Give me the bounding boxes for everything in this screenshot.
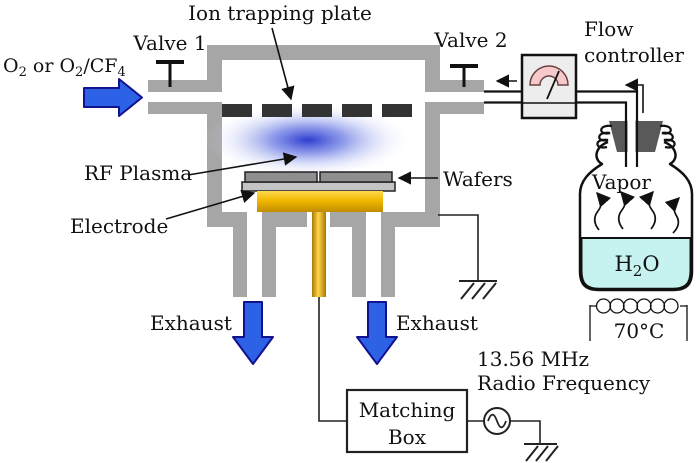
exhaust-duct-wall [262,227,276,297]
outlet-pipe-upper-wall [425,80,484,92]
exhaust-duct-wall [352,227,366,297]
chamber-floor-segment [381,212,440,227]
pipe-to-chamber [484,90,522,104]
plate-dash [222,104,252,117]
outlet-pipe-lower-wall [425,102,484,114]
h2o-label: H2O [614,252,659,280]
wafer-left [244,171,318,183]
ground-icon [524,443,559,462]
coil-loop [663,298,679,314]
clamp-spring-icon [596,124,613,149]
exhaust-left-label: Exhaust [150,311,232,335]
exhaust-right-label: Exhaust [396,311,478,335]
chamber-floor-segment [262,212,307,227]
rf-plasma-label: RF Plasma [84,161,192,185]
temperature-label: 70°C [614,319,665,343]
flow-controller-label-line1: Flow [584,17,633,41]
plate-dash [262,104,292,117]
flow-controller [484,53,644,167]
flow-controller-box [520,53,578,120]
electrode-label: Electrode [70,214,168,238]
electrode-block [257,191,383,212]
vapor-wavy-arrow-icon [617,190,636,230]
grounds [438,214,559,462]
wafer-chuck-plate [241,181,396,192]
matching-box-label-line2: Box [388,425,427,449]
gas-inlet-arrow-icon [83,78,143,117]
chamber-right-wall-lower [425,114,440,227]
matching-box [345,388,469,454]
valve-2-label: Valve 2 [433,28,507,52]
sine-wave-icon [487,413,507,429]
plate-dash [342,104,372,117]
coil-loop [595,298,612,314]
gas-inlet-label: O2 or O2/CF4 [3,55,126,80]
gauge-needle-icon [546,70,560,100]
inlet-pipe-lower-wall [148,102,222,114]
plate-dash [382,104,412,117]
rf-frequency-label-line2: Radio Frequency [477,371,651,395]
clamp-spring-icon [659,124,676,149]
valves [156,60,478,87]
chamber-walls [148,45,484,297]
dip-tube-bore [627,120,636,167]
ion-plate-leader-arrow [271,27,295,101]
dip-tube [624,120,639,167]
chamber-floor-segment [207,212,247,227]
wafer-right [319,171,393,183]
heater-coil-icon [595,298,679,314]
exhaust-duct-wall [381,227,395,297]
coil-loop [636,298,652,314]
chamber-ground-wire [438,214,479,281]
water-fill [580,237,692,290]
vapor-arrows [593,190,681,234]
ion-trapping-plate-label: Ion trapping plate [188,1,372,25]
electrode-stem [312,212,326,297]
coil-loop [609,298,625,314]
leader-arrows [165,27,438,220]
ground-icon [459,280,497,300]
wafers-label: Wafers [443,167,513,191]
chamber-floor-segment [330,212,366,227]
heater [589,298,688,341]
chamber-top-wall [207,45,440,60]
vapor-wavy-arrow-icon [664,196,681,234]
heater-bracket [589,305,688,341]
rf-frequency-label-line1: 13.56 MHz [477,347,589,371]
coil-loop [649,298,666,314]
rf-plasma-leader-arrow [187,152,298,176]
coil-loop [622,298,639,314]
exhaust-left-arrow-icon [232,301,274,365]
flow-arrows [83,78,398,365]
flow-direction-arrow [624,78,644,113]
electrode-leader-arrow [165,189,256,220]
wafer-stage [241,171,396,297]
rf-ground-wire [510,420,541,443]
rf-plasma-glow [204,102,412,178]
vapor-label: Vapor [591,170,651,194]
exhaust-right-arrow-icon [356,301,398,365]
exhaust-duct-wall [233,227,247,297]
chamber-right-wall-upper [425,45,440,80]
plate-dash [302,104,332,117]
vapor-bottle [578,120,694,292]
vapor-wavy-arrow-icon [638,190,657,230]
valve-1-label: Valve 1 [132,31,206,55]
vapor-wavy-arrow-icon [593,191,612,231]
flow-controller-label-line2: controller [584,43,684,67]
ion-trapping-plate [222,104,412,117]
chamber-left-wall-upper [207,45,222,80]
electrode-to-matchbox-wire [318,297,347,422]
inlet-pipe-upper-wall [148,80,222,92]
matching-box-label-line1: Matching [359,398,456,422]
